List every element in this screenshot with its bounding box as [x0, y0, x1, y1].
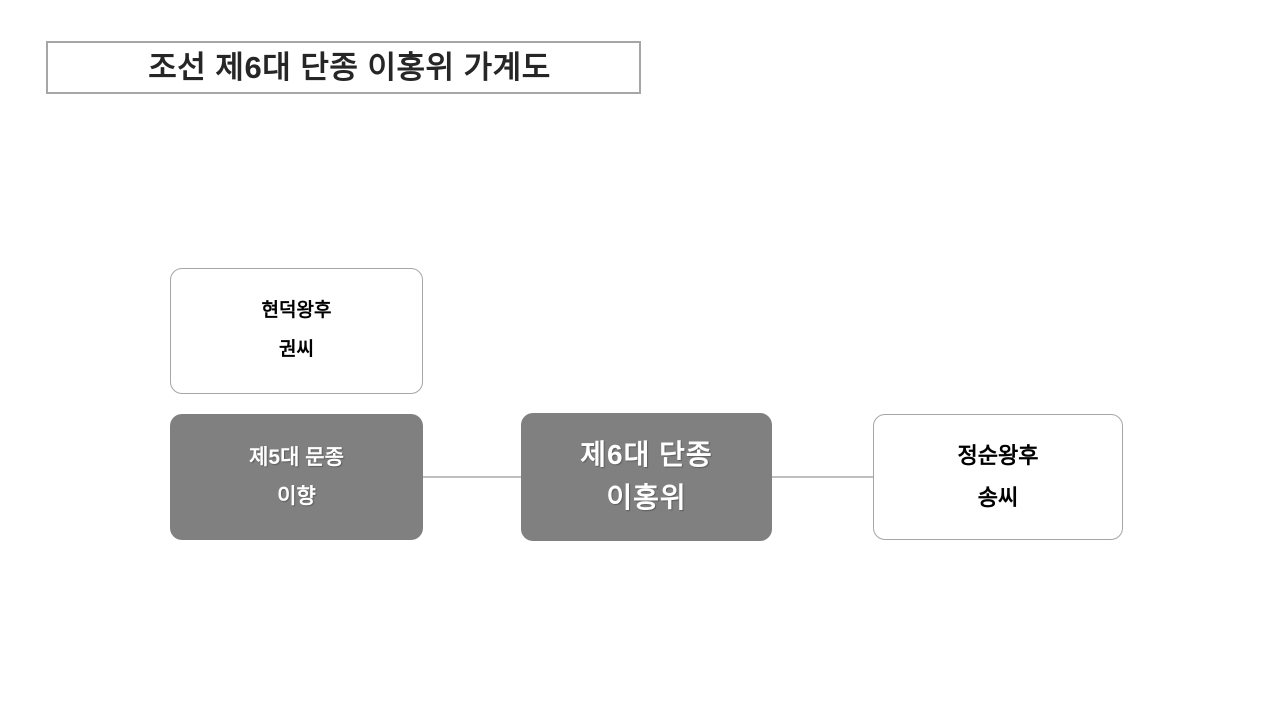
node-munjong-king[interactable]: 제5대 문종 이향 [170, 414, 423, 540]
node-munjong-title: 제5대 문종 [249, 445, 344, 469]
node-munjong-name: 이향 [277, 485, 316, 508]
node-danjong-king[interactable]: 제6대 단종 이홍위 [521, 413, 772, 541]
connector-munjong-danjong [420, 476, 523, 478]
node-hyeondeok-queen[interactable]: 현덕왕후 권씨 [170, 268, 423, 394]
slide-title-box: 조선 제6대 단종 이홍위 가계도 [46, 41, 641, 94]
node-jeongsun-surname: 송씨 [977, 485, 1019, 510]
node-hyeondeok-title: 현덕왕후 [261, 300, 332, 322]
node-jeongsun-queen[interactable]: 정순왕후 송씨 [873, 414, 1123, 540]
node-hyeondeok-surname: 권씨 [279, 339, 314, 360]
connector-danjong-jeongsun [770, 476, 875, 478]
node-danjong-name: 이홍위 [606, 482, 687, 513]
page-title: 조선 제6대 단종 이홍위 가계도 [148, 50, 551, 85]
node-danjong-title: 제6대 단종 [580, 439, 713, 471]
node-jeongsun-title: 정순왕후 [957, 442, 1039, 468]
